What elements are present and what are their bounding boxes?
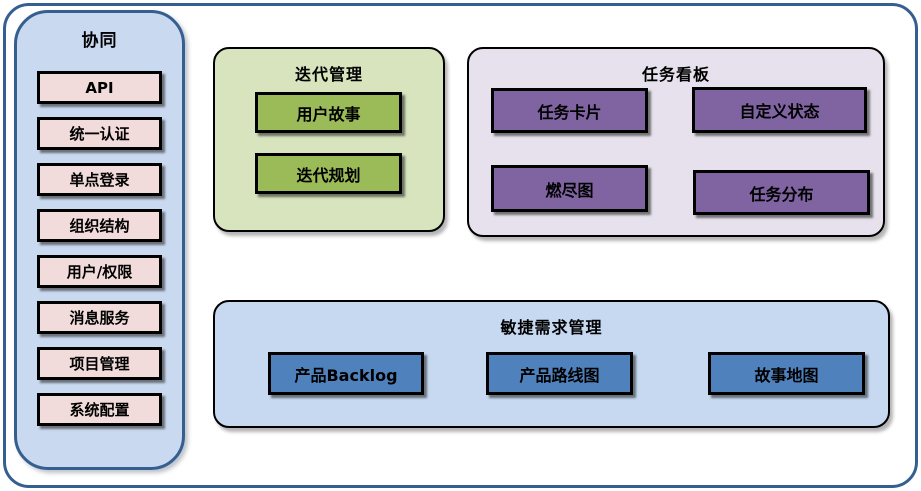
collaboration-panel-title: 协同 bbox=[81, 31, 118, 51]
task-board-title: 任务看板 bbox=[641, 65, 710, 84]
sidebar-item-message-service: 消息服务 bbox=[37, 301, 162, 334]
sidebar-item-org-structure: 组织结构 bbox=[37, 209, 162, 242]
sidebar-item-unified-auth: 统一认证 bbox=[37, 117, 162, 150]
agile-requirements-title: 敏捷需求管理 bbox=[500, 318, 603, 337]
collaboration-items: API 统一认证 单点登录 组织结构 用户/权限 消息服务 项目管理 系统配置 bbox=[17, 71, 182, 426]
sidebar-item-project-management: 项目管理 bbox=[37, 347, 162, 380]
sidebar-item-system-config: 系统配置 bbox=[37, 393, 162, 426]
card-iteration-planning: 迭代规划 bbox=[255, 153, 402, 194]
card-task-distribution: 任务分布 bbox=[693, 170, 870, 215]
sidebar-item-single-sign-on: 单点登录 bbox=[37, 163, 162, 196]
iteration-management-title: 迭代管理 bbox=[294, 65, 363, 84]
sidebar-item-user-permissions: 用户/权限 bbox=[37, 255, 162, 288]
card-user-story: 用户故事 bbox=[255, 92, 402, 133]
card-task-card: 任务卡片 bbox=[491, 88, 648, 133]
card-product-backlog: 产品Backlog bbox=[268, 352, 424, 395]
card-story-map: 故事地图 bbox=[708, 352, 865, 395]
card-product-roadmap: 产品路线图 bbox=[486, 352, 633, 395]
card-custom-status: 自定义状态 bbox=[692, 87, 867, 133]
iteration-management-group: 迭代管理 用户故事 迭代规划 bbox=[213, 47, 445, 232]
card-burndown-chart: 燃尽图 bbox=[491, 165, 648, 212]
task-board-group: 任务看板 任务卡片 自定义状态 燃尽图 任务分布 bbox=[467, 47, 885, 237]
sidebar-item-api: API bbox=[37, 71, 162, 104]
collaboration-panel: 协同 API 统一认证 单点登录 组织结构 用户/权限 消息服务 项目管理 系统… bbox=[14, 10, 185, 470]
agile-requirements-group: 敏捷需求管理 产品Backlog 产品路线图 故事地图 bbox=[213, 300, 890, 428]
